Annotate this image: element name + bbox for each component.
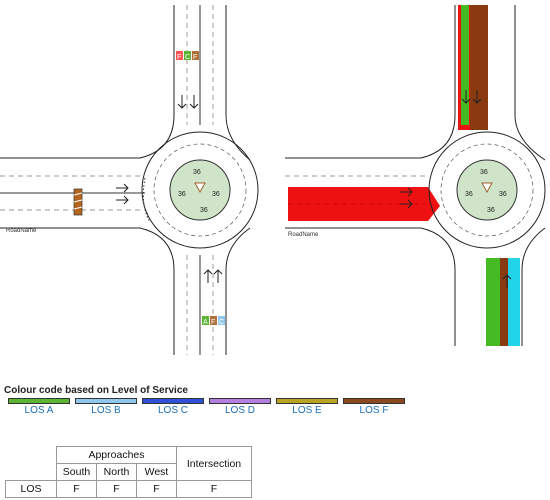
legend-swatch [8,398,70,404]
right-roundabout: 36 36 36 36 RoadName [285,5,546,346]
right-road-name: RoadName [288,232,319,238]
intersection-diagrams: 36 36 36 36 RoadName F C F A F C [0,5,546,355]
legend-item-los-a: LOS A [8,398,70,416]
right-north-lane-brown [470,5,488,130]
right-island-value-w: 36 [465,191,473,198]
left-island-value-e: 36 [212,191,220,198]
left-north-badge-2: C [185,54,190,61]
legend-label: LOS E [292,405,322,416]
legend-swatch [343,398,405,404]
approach-west-header: West [136,463,177,481]
right-south-lane-green [486,258,500,346]
right-island-value-n: 36 [480,169,488,176]
legend-title: Colour code based on Level of Service [4,385,188,396]
left-south-badge-1: A [203,319,208,326]
approach-south-header: South [56,463,97,481]
table-corner [5,446,57,481]
los-west-value: F [136,480,177,498]
legend-swatch [142,398,204,404]
los-intersection-value: F [176,480,252,498]
left-outer-ring [141,131,259,249]
legend-label: LOS A [24,405,54,416]
legend-item-los-c: LOS C [142,398,204,416]
intersection-header: Intersection [176,446,252,481]
row-label-los: LOS [5,480,57,498]
right-south-lane-cyan [508,258,520,346]
right-island-value-e: 36 [499,191,507,198]
table-row: LOS F F F F [5,480,252,498]
legend-swatch [209,398,271,404]
los-north-value: F [96,480,137,498]
left-island-value-s: 36 [200,207,208,214]
legend-label: LOS D [224,405,255,416]
los-summary-table: Approaches Intersection South North West… [5,446,252,498]
legend-item-los-d: LOS D [209,398,271,416]
legend-item-los-b: LOS B [75,398,137,416]
left-south-badge-2: F [211,319,215,326]
left-north-badges: F C F [176,51,199,61]
left-north-badge-1: F [177,54,181,61]
left-south-badge-3: C [219,319,224,326]
legend-item-los-e: LOS E [276,398,338,416]
legend-item-los-f: LOS F [343,398,405,416]
approaches-header: Approaches [56,446,177,464]
approach-north-header: North [96,463,137,481]
legend-swatch [276,398,338,404]
legend-label: LOS C [157,405,188,416]
left-south-badges: A F C [202,316,225,326]
left-island-value-n: 36 [193,169,201,176]
left-island-value-w: 36 [178,191,186,198]
left-road-name: RoadName [6,228,37,234]
legend-label: LOS B [91,405,121,416]
los-south-value: F [56,480,97,498]
legend-label: LOS F [359,405,389,416]
right-island-value-s: 36 [487,207,495,214]
right-outer-ring [428,131,546,249]
left-north-badge-3: F [193,54,197,61]
left-roundabout: 36 36 36 36 RoadName F C F A F C [0,5,259,355]
legend-swatch [75,398,137,404]
